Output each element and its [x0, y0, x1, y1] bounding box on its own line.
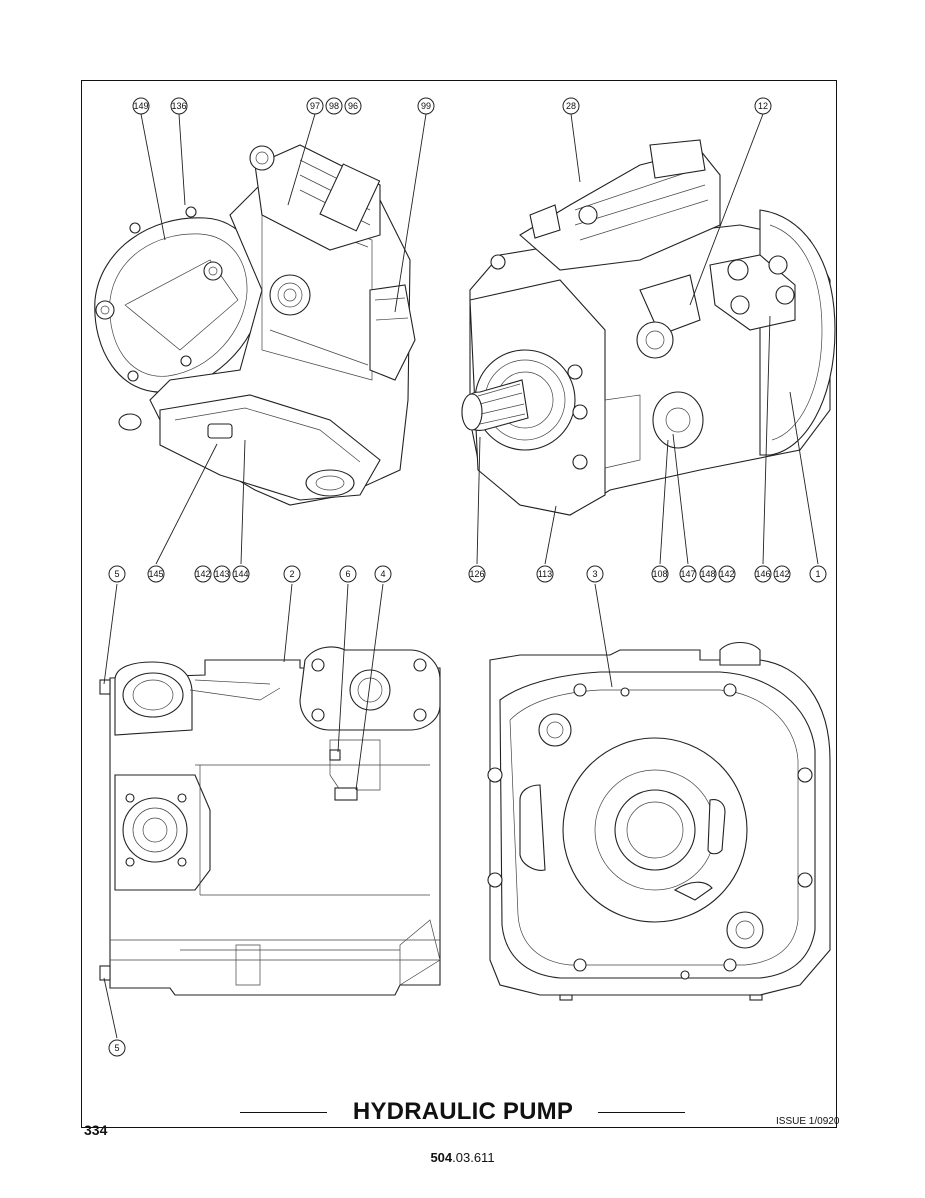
callout-113: 113 — [536, 565, 554, 583]
page-title: HYDRAULIC PUMP — [352, 1098, 574, 1125]
svg-text:113: 113 — [538, 569, 552, 579]
callout-126: 126 — [468, 565, 486, 583]
svg-text:28: 28 — [566, 101, 576, 111]
callout-148: 148 — [699, 565, 717, 583]
title-block: HYDRAULIC PUMP — [240, 1097, 685, 1129]
svg-text:4: 4 — [380, 569, 385, 579]
callout-142: 142 — [194, 565, 212, 583]
callout-147: 147 — [679, 565, 697, 583]
callout-149: 149 — [132, 97, 150, 115]
svg-text:5: 5 — [114, 569, 119, 579]
callout-28: 28 — [562, 97, 580, 115]
svg-text:98: 98 — [329, 101, 339, 111]
document-reference: 504.03.611 — [0, 1150, 925, 1165]
pump-view-bottom-right — [487, 641, 831, 1001]
svg-text:1: 1 — [815, 569, 820, 579]
svg-text:3: 3 — [592, 569, 597, 579]
doc-ref-section: 504 — [430, 1150, 453, 1165]
svg-text:142: 142 — [719, 569, 734, 579]
callout-96: 96 — [344, 97, 362, 115]
callout-98: 98 — [325, 97, 343, 115]
svg-text:96: 96 — [348, 101, 358, 111]
svg-text:145: 145 — [148, 569, 163, 579]
svg-text:144: 144 — [233, 569, 248, 579]
svg-text:143: 143 — [214, 569, 229, 579]
callout-2: 2 — [283, 565, 301, 583]
title-rule-right — [598, 1112, 685, 1113]
svg-text:149: 149 — [133, 101, 148, 111]
svg-text:97: 97 — [310, 101, 320, 111]
svg-text:99: 99 — [421, 101, 431, 111]
title-rule-left — [240, 1112, 327, 1113]
svg-text:126: 126 — [469, 569, 484, 579]
svg-text:108: 108 — [652, 569, 667, 579]
callout-143: 143 — [213, 565, 231, 583]
callout-144: 144 — [232, 565, 250, 583]
callout-12: 12 — [754, 97, 772, 115]
leader-lines — [103, 113, 819, 1039]
callout-6: 6 — [339, 565, 357, 583]
pump-view-bottom-left — [99, 646, 441, 996]
svg-text:148: 148 — [700, 569, 715, 579]
pump-view-top-right — [461, 139, 836, 516]
callout-146: 146 — [754, 565, 772, 583]
callout-142b: 142 — [718, 565, 736, 583]
callout-108: 108 — [651, 565, 669, 583]
svg-text:5: 5 — [114, 1043, 119, 1053]
svg-text:6: 6 — [345, 569, 350, 579]
doc-ref-suffix: .03.611 — [452, 1150, 495, 1165]
callout-145: 145 — [147, 565, 165, 583]
callout-136: 136 — [170, 97, 188, 115]
issue-label: ISSUE 1/0920 — [776, 1116, 840, 1127]
svg-text:142: 142 — [195, 569, 210, 579]
svg-text:136: 136 — [171, 101, 186, 111]
callout-1: 1 — [809, 565, 827, 583]
page-number: 334 — [84, 1122, 108, 1138]
callout-5-top: 5 — [108, 565, 126, 583]
callout-5-bottom: 5 — [108, 1039, 126, 1057]
callout-97: 97 — [306, 97, 324, 115]
svg-text:2: 2 — [289, 569, 294, 579]
callout-4: 4 — [374, 565, 392, 583]
callout-99: 99 — [417, 97, 435, 115]
pump-view-top-left — [94, 144, 416, 506]
callouts: 149 136 97 98 96 99 28 12 145 142 143 14… — [108, 97, 827, 1057]
callout-142c: 142 — [773, 565, 791, 583]
svg-text:12: 12 — [758, 101, 768, 111]
svg-text:142: 142 — [774, 569, 789, 579]
svg-text:147: 147 — [680, 569, 695, 579]
svg-text:146: 146 — [755, 569, 770, 579]
callout-3: 3 — [586, 565, 604, 583]
